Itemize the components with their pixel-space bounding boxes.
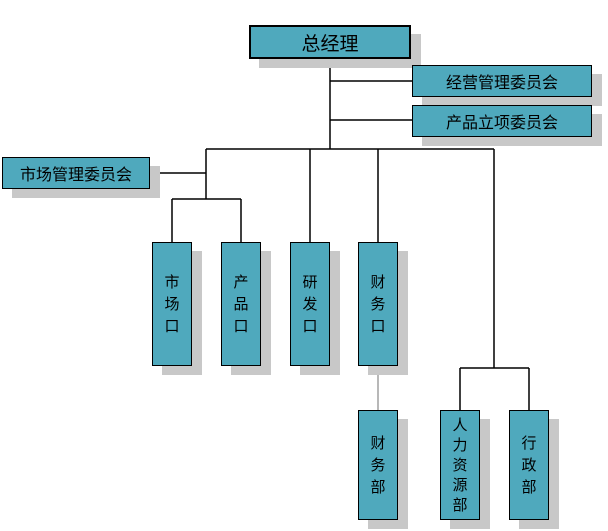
business-committee-box: 经营管理委员会 [412, 65, 592, 97]
market-unit-label: 市场口 [164, 273, 180, 335]
general-manager-label: 总经理 [301, 32, 359, 55]
market-committee-label: 市场管理委员会 [19, 165, 132, 184]
product-committee-label: 产品立项委员会 [445, 113, 558, 132]
product-committee-box: 产品立项委员会 [412, 105, 592, 137]
admin-dept-box: 行政部 [509, 410, 549, 520]
finance-unit-label: 财务口 [370, 273, 386, 335]
rnd-unit-box: 研发口 [290, 242, 330, 366]
product-unit-box: 产品口 [221, 242, 261, 366]
hr-dept-box: 人力资源部 [440, 410, 480, 520]
market-unit-box: 市场口 [152, 242, 192, 366]
rnd-unit-label: 研发口 [302, 273, 318, 335]
finance-unit-box: 财务口 [358, 242, 398, 366]
finance-dept-box: 财务部 [358, 410, 398, 520]
business-committee-label: 经营管理委员会 [445, 73, 558, 92]
general-manager-box: 总经理 [249, 25, 411, 59]
admin-dept-label: 行政部 [521, 434, 537, 496]
product-unit-label: 产品口 [233, 273, 249, 335]
market-committee-box: 市场管理委员会 [2, 157, 150, 189]
hr-dept-label: 人力资源部 [452, 416, 468, 514]
finance-dept-label: 财务部 [370, 434, 386, 496]
